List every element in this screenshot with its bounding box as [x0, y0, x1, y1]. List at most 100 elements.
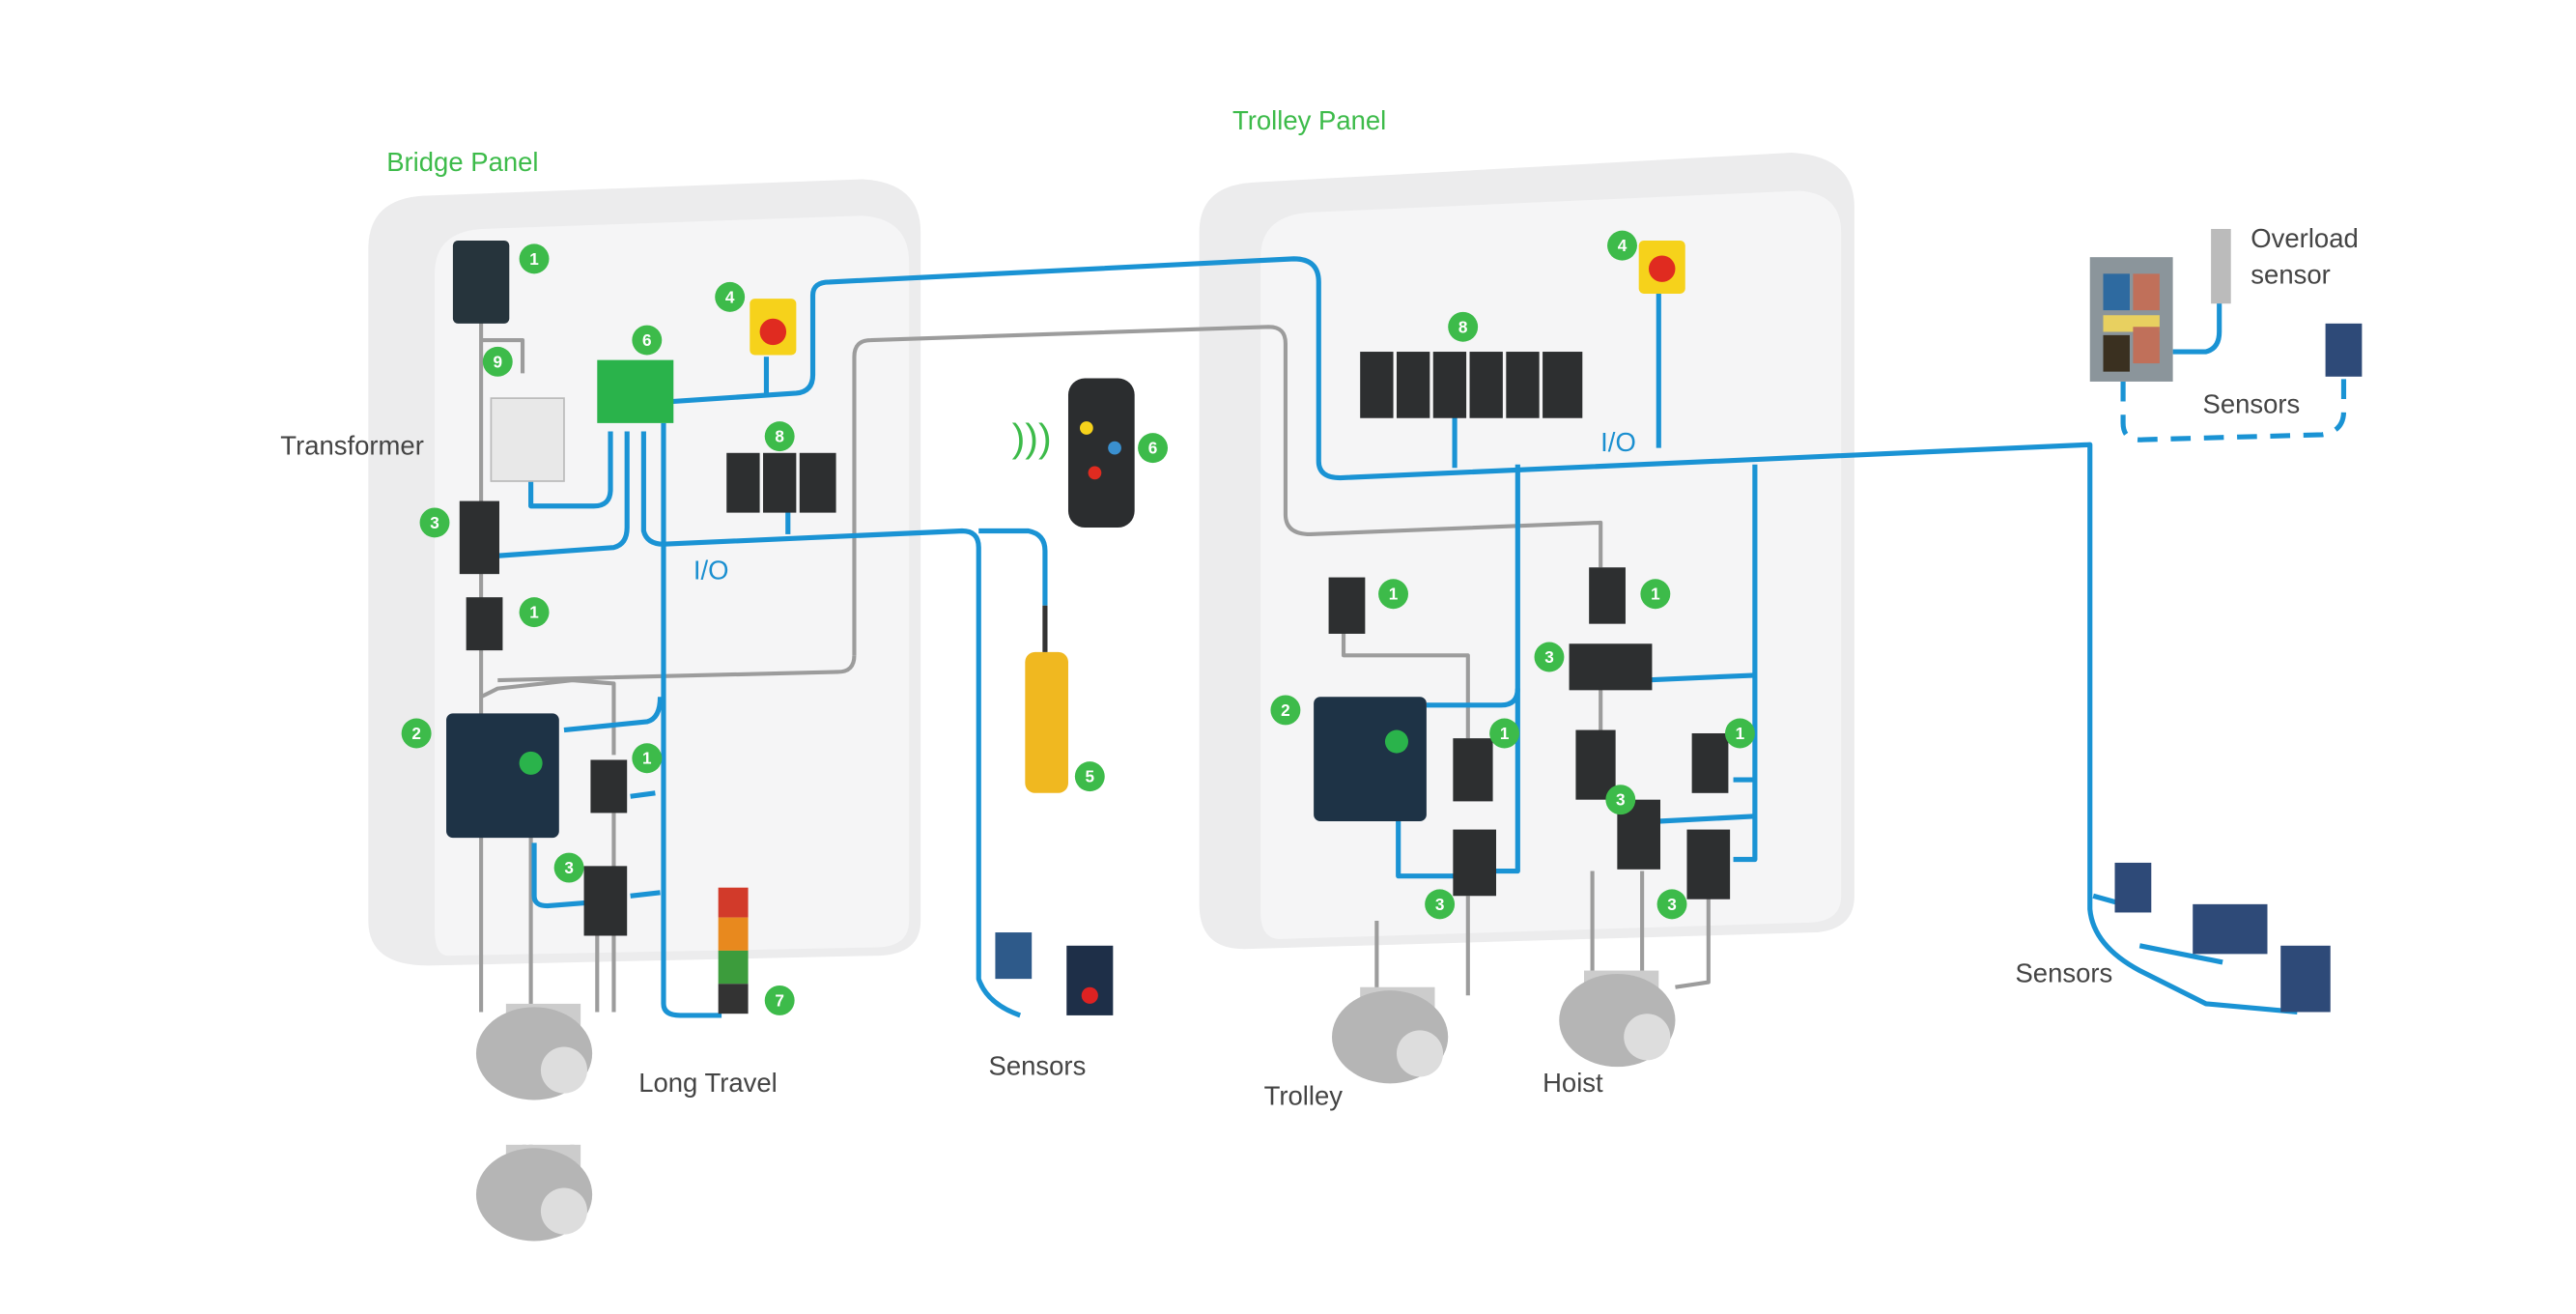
sensor-icon	[1066, 945, 1114, 1015]
svg-text:))): )))	[1012, 415, 1052, 460]
sensor-icon	[2280, 945, 2331, 1013]
svg-text:3: 3	[1435, 895, 1445, 914]
badge: 9	[482, 346, 513, 377]
contactor-icon	[1575, 729, 1616, 800]
bridge-panel	[368, 179, 921, 966]
contactor-icon	[466, 597, 503, 651]
badge: 1	[632, 743, 663, 774]
overload-sensor-icon	[2211, 228, 2231, 304]
motor-icon	[475, 1003, 593, 1100]
svg-text:7: 7	[775, 990, 784, 1010]
transformer-label: Transformer	[280, 431, 424, 461]
io-label-bridge: I/O	[694, 555, 729, 585]
badge: 1	[1640, 579, 1671, 610]
drive-icon	[1314, 697, 1427, 821]
sensor-icon	[2114, 862, 2152, 913]
io-label-trolley: I/O	[1600, 427, 1636, 457]
contactor-icon	[590, 759, 628, 814]
svg-text:3: 3	[1667, 895, 1677, 914]
svg-text:1: 1	[1651, 585, 1660, 604]
badge: 6	[632, 325, 663, 356]
svg-text:2: 2	[411, 724, 421, 743]
wireless-remote-icon: )))	[1012, 378, 1135, 528]
badge: 2	[1270, 695, 1301, 726]
sensors-label-top-right: Sensors	[2203, 389, 2301, 419]
badge: 2	[401, 718, 432, 749]
badge: 7	[764, 986, 795, 1015]
drive-icon	[446, 713, 559, 839]
long-travel-label: Long Travel	[638, 1068, 778, 1098]
sensors-label-bridge: Sensors	[989, 1051, 1087, 1081]
trolley-motor-label: Trolley	[1264, 1081, 1344, 1111]
badge: 1	[519, 597, 550, 628]
sensor-icon	[2193, 903, 2268, 955]
circuit-breaker-icon	[452, 240, 510, 324]
badge: 3	[553, 852, 584, 883]
svg-text:3: 3	[430, 513, 439, 532]
badge: 3	[1656, 889, 1687, 920]
svg-text:3: 3	[564, 858, 574, 877]
contactor-icon	[459, 500, 499, 575]
badge: 5	[1074, 761, 1105, 792]
svg-text:8: 8	[1458, 317, 1468, 336]
hoist-motor-label: Hoist	[1543, 1068, 1603, 1098]
devices: )))	[446, 228, 2363, 1242]
motor-icon	[475, 1144, 593, 1242]
badge: 3	[419, 507, 450, 538]
svg-text:1: 1	[1389, 585, 1399, 604]
svg-text:1: 1	[529, 603, 539, 622]
pendant-icon	[1025, 605, 1068, 793]
badge: 1	[1378, 579, 1408, 610]
contactor-icon	[1328, 577, 1366, 634]
svg-text:1: 1	[1736, 724, 1745, 743]
svg-text:1: 1	[1500, 724, 1510, 743]
contactor-icon	[1453, 829, 1497, 897]
badge: 1	[1489, 718, 1520, 749]
svg-text:8: 8	[775, 427, 784, 446]
transformer-icon	[490, 397, 565, 482]
svg-text:4: 4	[725, 287, 735, 306]
sensors-label-bottom-right: Sensors	[2015, 958, 2112, 988]
svg-text:3: 3	[1616, 790, 1626, 810]
svg-text:5: 5	[1086, 767, 1095, 786]
badge: 4	[1607, 230, 1637, 261]
badge: 1	[519, 243, 550, 274]
relay-icon	[1360, 352, 1583, 418]
trolley-panel-title: Trolley Panel	[1232, 105, 1386, 135]
svg-text:9: 9	[493, 352, 502, 371]
contactor-icon	[1569, 643, 1653, 691]
svg-text:1: 1	[529, 249, 539, 269]
overload-sensor-label-2: sensor	[2250, 260, 2330, 290]
badge: 3	[1605, 785, 1636, 815]
contactor-icon	[1686, 829, 1731, 900]
badge: 4	[715, 281, 746, 312]
controller-icon	[597, 359, 674, 423]
power-cables	[479, 315, 1711, 1162]
motor-icon	[1332, 986, 1449, 1084]
contactor-icon	[1691, 732, 1729, 793]
signal-tower-icon	[718, 887, 749, 1014]
sensor-icon	[2325, 323, 2363, 377]
badge: 8	[1448, 311, 1479, 342]
badges: 1 9 6 4 8 3 1 2 1 3 7 6 5 4 8 1 1 3 2 1 …	[401, 230, 1755, 1015]
contactor-icon	[1589, 567, 1626, 624]
svg-text:6: 6	[642, 330, 652, 350]
relay-icon	[726, 452, 836, 513]
overload-sensor-label: Overload	[2250, 223, 2358, 253]
badge: 1	[1724, 718, 1755, 749]
badge: 3	[1425, 889, 1456, 920]
motor-icon	[1559, 970, 1676, 1068]
badge: 6	[1138, 433, 1169, 464]
svg-text:1: 1	[642, 749, 652, 768]
svg-text:3: 3	[1544, 647, 1554, 667]
badge: 8	[764, 421, 795, 452]
badge: 3	[1534, 642, 1565, 672]
load-cell-icon	[2089, 257, 2173, 382]
bridge-panel-title: Bridge Panel	[386, 147, 538, 177]
contactor-icon	[583, 866, 628, 936]
sensor-icon	[995, 932, 1033, 980]
contactor-icon	[1453, 738, 1493, 802]
svg-text:4: 4	[1618, 236, 1628, 255]
svg-text:6: 6	[1148, 439, 1158, 458]
